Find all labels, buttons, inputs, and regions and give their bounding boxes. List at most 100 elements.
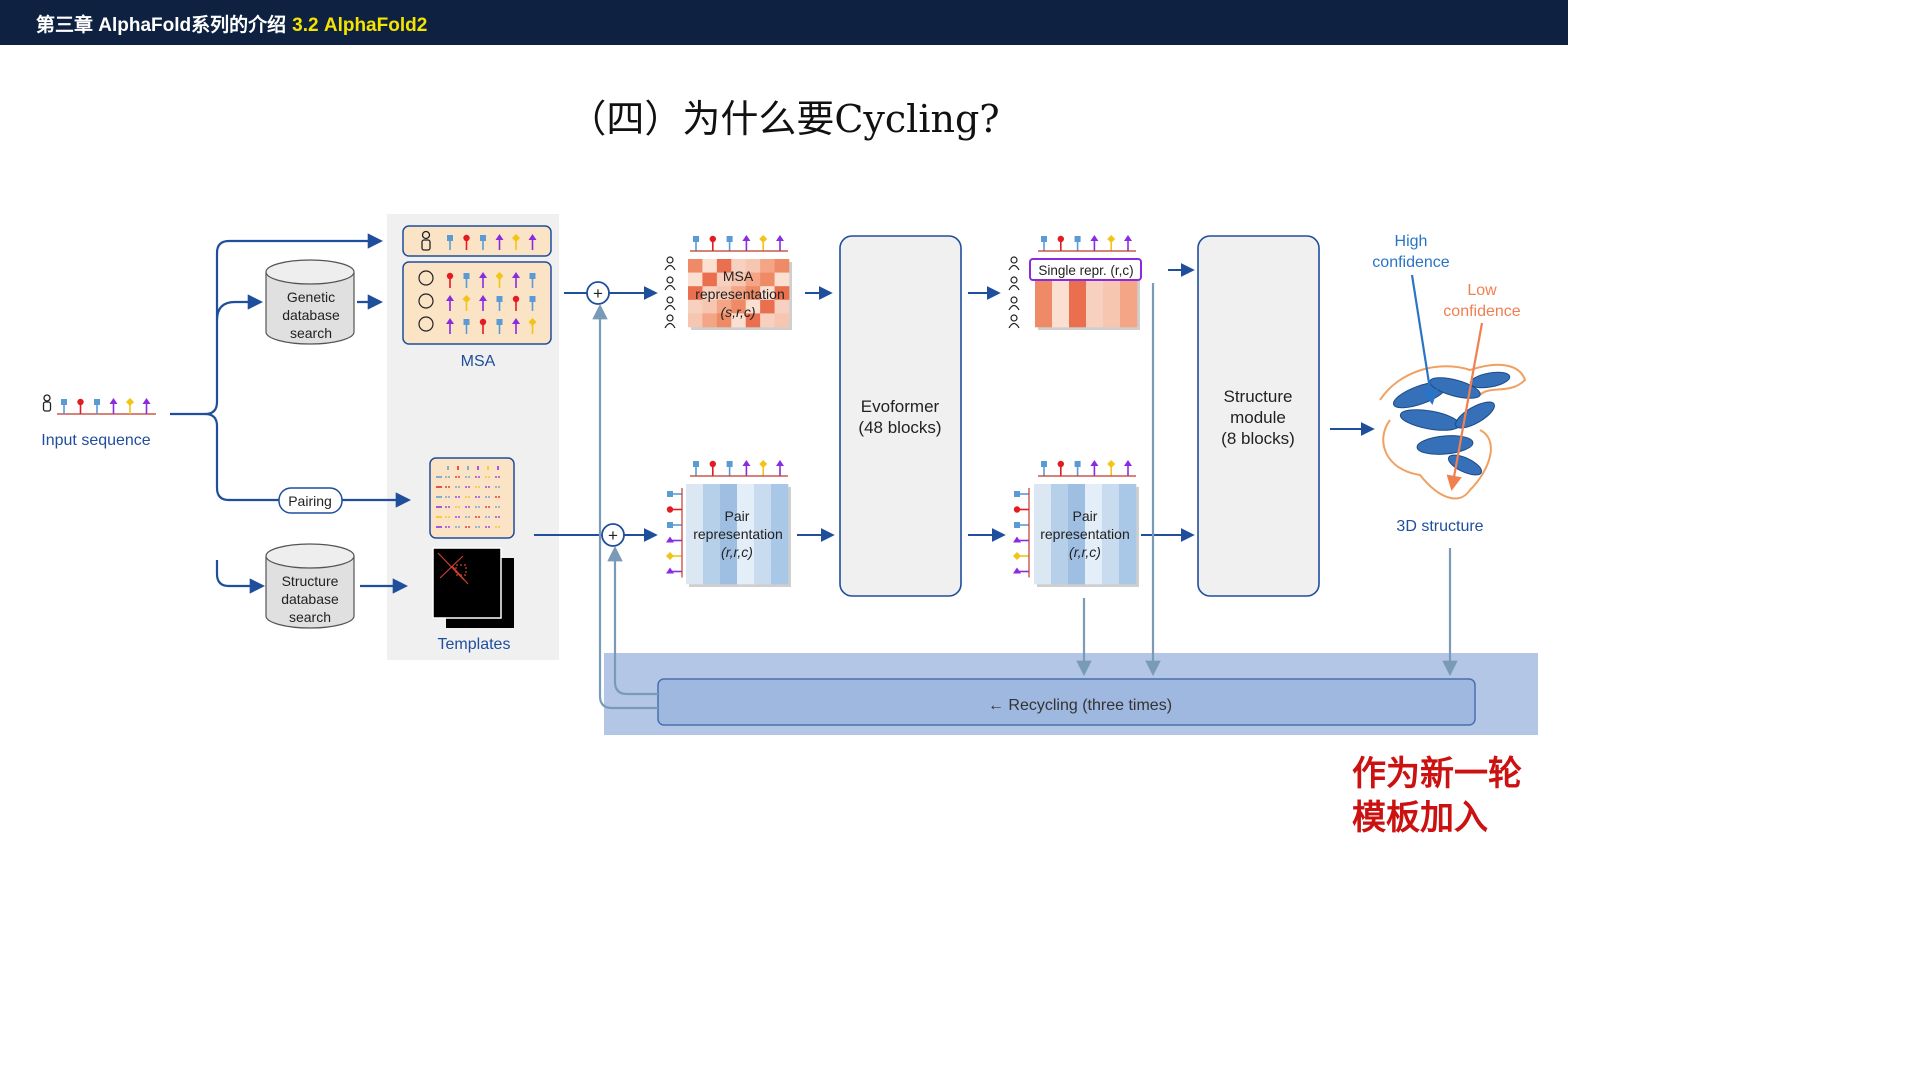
heatmap-cell <box>1068 567 1086 585</box>
residue-head <box>776 460 784 466</box>
heatmap-cell <box>1102 517 1120 535</box>
heatmap-cell <box>1034 550 1052 568</box>
species-icon <box>1008 284 1020 291</box>
template-pair-box <box>429 457 515 539</box>
residue-head <box>512 234 520 242</box>
structure-database-search: Structure database search <box>265 543 355 629</box>
species-icon <box>666 276 674 284</box>
species-icon <box>1010 276 1018 284</box>
heatmap-cell <box>1035 293 1053 311</box>
pairing-pill <box>278 487 343 514</box>
genetic-db-line2: database <box>282 307 340 323</box>
person-icon <box>421 230 431 240</box>
residue-head <box>463 319 470 325</box>
residue-head <box>1124 235 1132 241</box>
residue-head <box>776 235 784 241</box>
heatmap-cell <box>703 517 721 535</box>
single-repr-highlight <box>1029 258 1142 281</box>
residue-head <box>667 522 673 528</box>
msa-alignment-box <box>402 261 552 345</box>
residue-head <box>512 295 520 303</box>
residue-head <box>496 319 503 325</box>
species-icon <box>664 284 676 291</box>
heatmap-cell <box>720 500 738 518</box>
svg-text:+: + <box>593 284 603 303</box>
heatmap-cell <box>702 313 718 328</box>
structure-module-line1: Structure <box>1224 387 1293 406</box>
pairing-label: Pairing <box>288 493 332 509</box>
heatmap-cell <box>716 313 732 328</box>
heatmap-cell <box>1103 293 1121 311</box>
heatmap-cell <box>1034 500 1052 518</box>
heatmap-cell <box>720 567 738 585</box>
evoformer-block <box>839 235 962 597</box>
heatmap-cell <box>688 299 703 314</box>
residue-head <box>512 272 520 278</box>
heatmap-cell <box>703 550 721 568</box>
heatmap-cell <box>686 550 704 568</box>
heatmap-cell <box>1051 534 1069 551</box>
heatmap-cell <box>760 299 775 314</box>
residue-head <box>1107 235 1116 243</box>
residue-head <box>1041 461 1047 467</box>
heatmap-cell <box>1068 500 1086 518</box>
heatmap-cell <box>1119 517 1137 535</box>
recycling-label: ← Recycling (three times) <box>988 697 1172 714</box>
heatmap-cell <box>1119 550 1137 568</box>
heatmap-cell <box>771 500 789 518</box>
heatmap-cell <box>731 299 747 314</box>
recycling-arrows <box>592 283 1458 710</box>
species-icon <box>1010 296 1018 304</box>
heatmap-cell <box>702 259 718 273</box>
heatmap-cell <box>688 286 703 301</box>
fish-icon <box>418 270 434 286</box>
heatmap-cell <box>771 550 789 568</box>
heatmap-cell <box>1119 500 1137 518</box>
heatmap-cell <box>1119 567 1137 585</box>
pair-right-line2: representation <box>1040 526 1130 542</box>
input-sequence-label: Input sequence <box>41 432 151 449</box>
person-icon <box>42 394 52 412</box>
heatmap-cell <box>1052 293 1070 311</box>
heatmap-cell <box>720 534 738 551</box>
heatmap-cell <box>703 500 721 518</box>
residue-head <box>528 318 537 326</box>
residue-head <box>94 399 100 405</box>
species-icon <box>1008 322 1020 329</box>
residue-head <box>463 273 470 279</box>
pair-right-line3: (r,r,c) <box>1069 544 1101 560</box>
residue-head <box>126 398 134 406</box>
plus-node-pair: + <box>601 523 625 547</box>
heatmap-cell <box>731 259 747 273</box>
recycling-box <box>657 678 1476 726</box>
heatmap-cell <box>745 299 761 314</box>
residue-head <box>1090 235 1099 241</box>
alphafold-diagram: ← Recycling (three times) Input sequence… <box>41 214 1538 735</box>
heatmap-cell <box>754 550 772 568</box>
input-branches <box>170 233 412 594</box>
residue-head <box>666 567 674 574</box>
heatmap-cell <box>1102 534 1120 551</box>
heatmap-cell <box>716 286 732 301</box>
heatmap-cell <box>754 567 772 585</box>
residue-head <box>529 296 536 302</box>
structure-db-line1: Structure <box>282 573 339 589</box>
residue-head <box>693 236 699 242</box>
heatmap-cell <box>754 500 772 518</box>
residue-head <box>1013 506 1021 513</box>
residue-head <box>447 235 453 241</box>
heatmap-cell <box>774 286 790 301</box>
heatmap-cell <box>1034 534 1052 551</box>
heatmap-cell <box>1085 550 1103 568</box>
heatmap-cell <box>771 484 789 501</box>
person-icon <box>421 239 431 251</box>
genetic-db-line1: Genetic <box>287 289 335 305</box>
heatmap-cell <box>1068 534 1086 551</box>
slide-title: （四）为什么要Cycling? <box>568 97 1000 141</box>
residue-head <box>1014 522 1020 528</box>
heatmap-cell <box>1051 484 1069 501</box>
residue-head <box>462 295 471 303</box>
structure-module-line2: module <box>1230 408 1286 427</box>
species-icon <box>1008 304 1020 311</box>
